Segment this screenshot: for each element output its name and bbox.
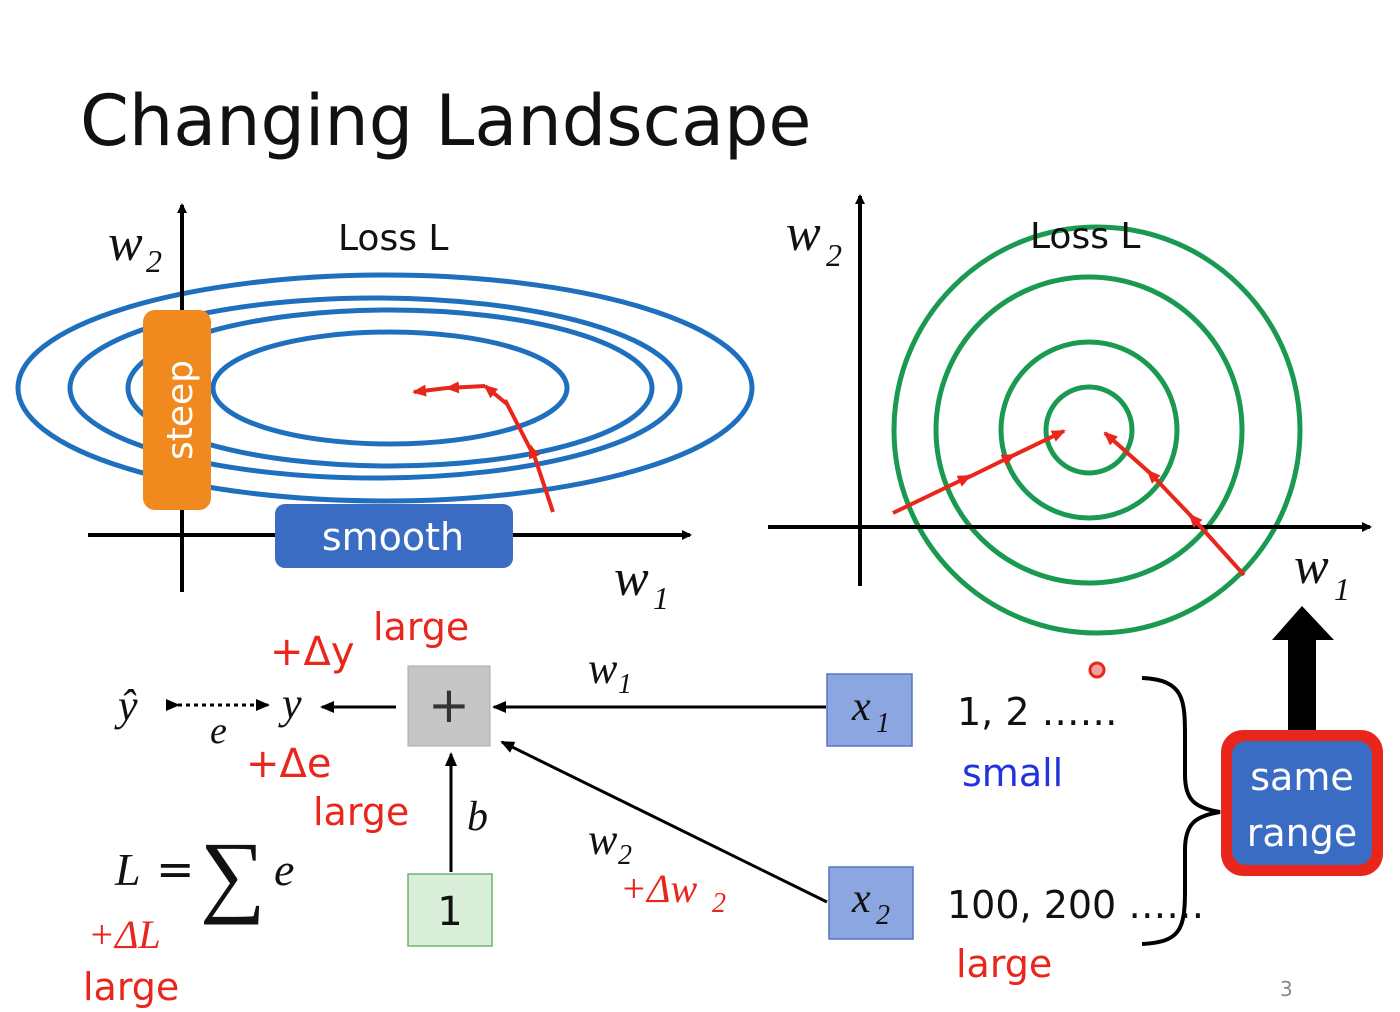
left-contour-2 (67, 295, 683, 481)
delta-w2-sub: 2 (712, 888, 726, 919)
delta-L-label: +ΔL (88, 912, 161, 957)
right-contour-4 (1043, 384, 1135, 476)
large-label-1: large (373, 605, 469, 649)
right-axis-y-sub: 2 (826, 237, 842, 273)
right-axis-y-label: w (786, 205, 821, 262)
bias-input-value: 1 (437, 889, 462, 935)
b-bias-label: b (467, 794, 488, 840)
right-loss-label: Loss L (1030, 216, 1140, 257)
left-axis-x-label: w (614, 550, 649, 607)
grouping-brace (1141, 676, 1221, 946)
x2-range-large: large (956, 942, 1052, 986)
loss-L-symbol: L (114, 844, 141, 895)
x1-input-box (826, 673, 913, 747)
y-symbol: y (278, 679, 302, 728)
right-gradient-arrow-2 (964, 453, 1016, 481)
right-gradient-arrow-4 (1188, 513, 1246, 577)
loss-e-symbol: e (274, 844, 294, 895)
x2-values-text: 100, 200 …… (947, 883, 1204, 927)
delta-w2-label: +Δw (620, 866, 697, 911)
up-arrow-head (1272, 606, 1334, 640)
sum-node-box (407, 665, 491, 747)
sum-node-symbol: + (428, 676, 470, 734)
x2-symbol: x (851, 876, 871, 922)
left-gradient-arrow-1 (528, 444, 541, 460)
loss-equals-symbol: = (156, 842, 195, 896)
smooth-box (275, 504, 513, 568)
left-contour-4 (210, 329, 570, 447)
laser-pointer-dot (1088, 661, 1106, 679)
right-contour-1 (891, 224, 1303, 636)
network-diagram: ŷ e y + w 1 x 1 w 2 +Δw 2 x 2 b 1 +Δy la… (83, 605, 1383, 1009)
left-axis-y-sub: 2 (146, 243, 162, 279)
right-gradient-arrow-5 (1146, 469, 1194, 519)
x1-values-text: 1, 2 …… (957, 690, 1118, 734)
steep-box (143, 310, 211, 510)
same-range-line-2: range (1247, 811, 1358, 855)
right-contour-2 (933, 274, 1245, 586)
left-contour-1 (15, 272, 755, 504)
large-label-2: large (313, 790, 409, 834)
x1-sub: 1 (876, 708, 890, 739)
w1-weight-label: w (588, 644, 618, 693)
same-range-box (1232, 741, 1372, 865)
slide-title: Changing Landscape (80, 80, 811, 162)
left-loss-label: Loss L (338, 218, 448, 259)
y-hat-symbol: ŷ (114, 681, 138, 730)
x2-input-box (828, 866, 914, 940)
delta-y-label: +Δy (270, 629, 355, 675)
right-gradient-arrow-6 (1103, 431, 1152, 475)
left-gradient-arrow-4 (412, 384, 448, 397)
right-gradient-arrow-1 (892, 474, 972, 515)
left-gradient-arrow-2 (483, 384, 509, 406)
x1-symbol: x (851, 684, 871, 730)
w2-weight-label: w (588, 815, 618, 864)
x2-to-sum-arrow (500, 740, 828, 904)
left-contour-3 (125, 307, 655, 469)
up-arrow-shaft (1288, 636, 1316, 732)
same-range-line-1: same (1250, 755, 1353, 799)
smooth-label: smooth (322, 515, 464, 559)
right-loss-plot: Loss L w 2 w 1 (768, 194, 1372, 636)
left-loss-plot: steep smooth Loss L w 2 w 1 (15, 203, 755, 616)
large-label-3: large (83, 965, 179, 1009)
right-axis-x-label: w (1294, 538, 1329, 595)
w1-weight-sub: 1 (618, 669, 632, 700)
x2-sub: 2 (876, 900, 890, 931)
left-axis-x-sub: 1 (653, 580, 669, 616)
w2-weight-sub: 2 (618, 840, 632, 871)
page-number: 3 (1280, 977, 1293, 1001)
loss-sum-symbol: ∑ (200, 823, 266, 925)
delta-e-label: +Δe (246, 741, 332, 787)
right-contour-3 (998, 339, 1180, 521)
right-gradient-arrow-3 (1009, 429, 1066, 459)
left-gradient-arrow-3 (445, 381, 486, 394)
e-symbol: e (210, 710, 227, 752)
right-axis-x-sub: 1 (1334, 571, 1350, 607)
steep-label: steep (160, 360, 201, 460)
x1-range-small: small (962, 751, 1063, 795)
same-range-up-arrow (1272, 606, 1334, 732)
left-axis-y-label: w (108, 215, 143, 272)
bias-input-box (407, 873, 493, 947)
